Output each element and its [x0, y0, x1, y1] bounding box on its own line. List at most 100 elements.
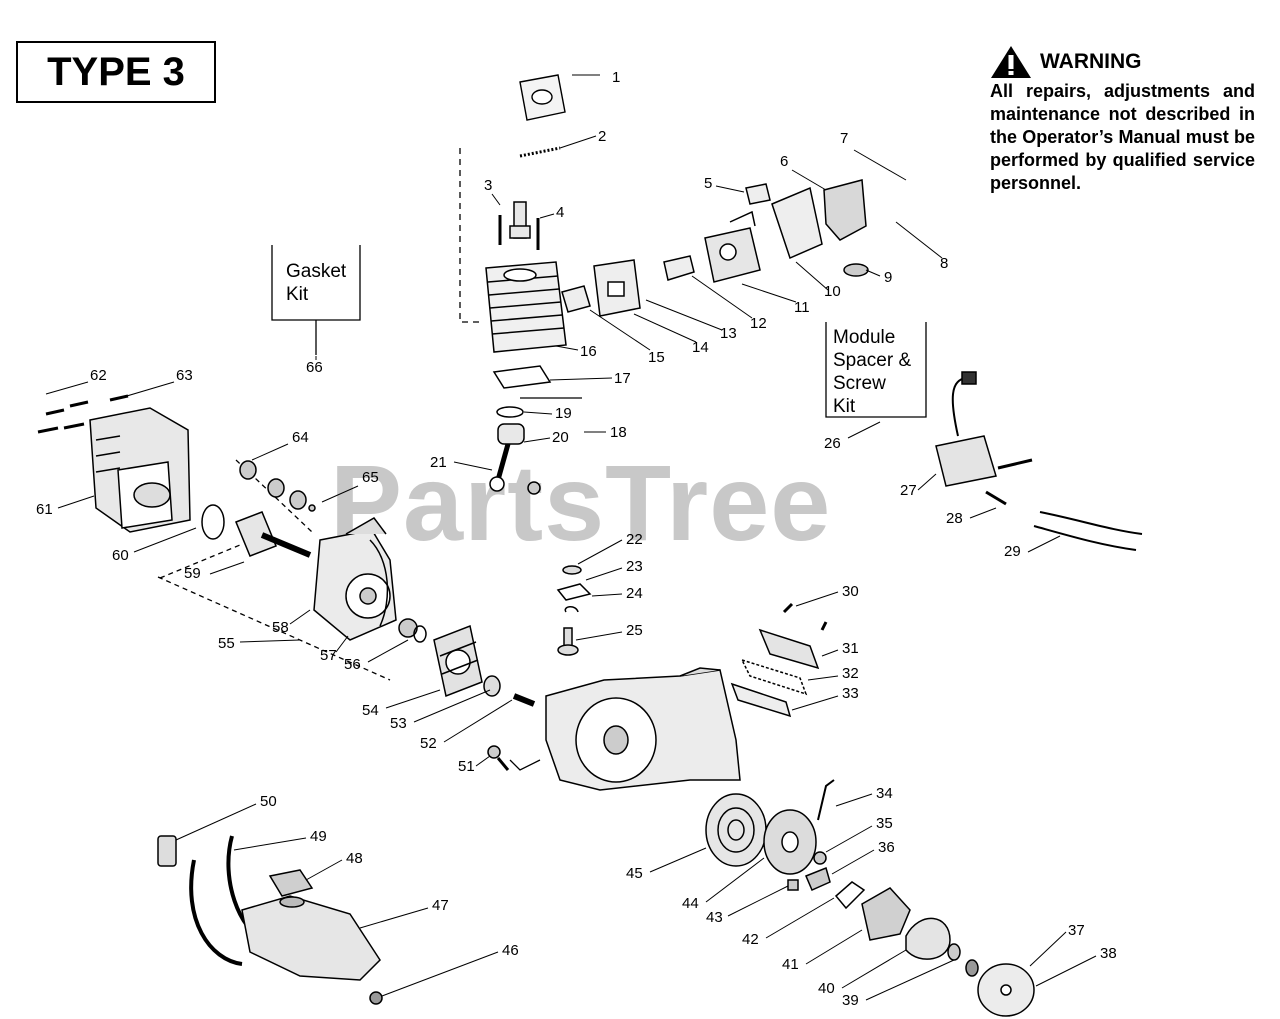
fuel-cap [268, 869, 314, 897]
part-callout-28: 28 [946, 510, 963, 527]
leader-line [853, 149, 907, 181]
leader-line [835, 793, 873, 807]
warning-triangle-icon [991, 46, 1031, 78]
part-callout-43: 43 [706, 909, 723, 926]
part-callout-39: 39 [842, 992, 859, 1009]
leader-line [917, 473, 937, 491]
part-callout-36: 36 [878, 839, 895, 856]
ignition-module [935, 371, 1033, 506]
part-callout-47: 47 [432, 897, 449, 914]
part-callout-41: 41 [782, 956, 799, 973]
leader-line [765, 897, 835, 939]
piston-rod [489, 423, 541, 495]
leader-line [795, 591, 839, 607]
leader-line [585, 567, 623, 581]
leader-line [589, 309, 651, 351]
engine-housing [89, 407, 191, 533]
part-callout-31: 31 [842, 640, 859, 657]
part-callout-3: 3 [484, 177, 492, 194]
leader-line [119, 381, 175, 399]
leader-line [715, 185, 745, 193]
part-callout-4: 4 [556, 204, 564, 221]
part-callout-33: 33 [842, 685, 859, 702]
leader-line [805, 929, 863, 965]
leader-line [1027, 535, 1061, 553]
part-callout-44: 44 [682, 895, 699, 912]
carburetor [704, 210, 761, 283]
air-filter-cover [519, 74, 566, 121]
clutch-assembly [861, 887, 911, 941]
leader-line [821, 649, 839, 657]
leader-line [133, 527, 197, 553]
leader-line [413, 689, 491, 723]
part-callout-22: 22 [626, 531, 643, 548]
leader-line [305, 859, 343, 881]
intake-gasket [561, 285, 591, 313]
part-callout-1: 1 [612, 69, 620, 86]
leader-line [807, 675, 839, 681]
part-callout-53: 53 [390, 715, 407, 732]
leader-line [1029, 931, 1067, 967]
leader-line [45, 381, 89, 395]
leader-line [335, 635, 349, 653]
part-callout-64: 64 [292, 429, 309, 446]
part-callout-14: 14 [692, 339, 709, 356]
leader-line [865, 269, 881, 277]
leader-line [453, 461, 493, 471]
part-callout-30: 30 [842, 583, 859, 600]
leader-line [831, 849, 875, 875]
part-callout-59: 59 [184, 565, 201, 582]
leader-line [443, 699, 513, 743]
leader-line [233, 837, 307, 851]
warning-notice: WARNING All repairs, adjustments and mai… [990, 44, 1255, 195]
part-callout-38: 38 [1100, 945, 1117, 962]
part-callout-24: 24 [626, 585, 643, 602]
crankshaft [235, 511, 312, 558]
leader-line [705, 857, 765, 903]
part-callout-46: 46 [502, 942, 519, 959]
leader-line [475, 755, 491, 767]
part-callout-13: 13 [720, 325, 737, 342]
fuel-filter [157, 835, 177, 867]
part-callout-61: 61 [36, 501, 53, 518]
part-callout-32: 32 [842, 665, 859, 682]
leader-line [649, 847, 707, 873]
leader-line [555, 345, 579, 351]
part-callout-54: 54 [362, 702, 379, 719]
leader-line [549, 377, 613, 381]
part-callout-18: 18 [610, 424, 627, 441]
leader-line [491, 193, 501, 206]
part-callout-6: 6 [780, 153, 788, 170]
part-callout-48: 48 [346, 850, 363, 867]
leader-line [523, 437, 551, 443]
module-kit-bracket [825, 322, 927, 418]
type-label: TYPE 3 [16, 41, 216, 103]
part-callout-2: 2 [598, 128, 606, 145]
part-callout-15: 15 [648, 349, 665, 366]
leader-line [321, 485, 359, 503]
part-callout-35: 35 [876, 815, 893, 832]
watermark: PartsTree [330, 442, 832, 563]
part-callout-29: 29 [1004, 543, 1021, 560]
warning-text: All repairs, adjustments and maintenance… [990, 81, 1255, 193]
leader-line [289, 609, 311, 625]
recoil-spring [705, 793, 767, 867]
leader-line [895, 221, 943, 259]
leader-line [539, 213, 555, 219]
part-callout-55: 55 [218, 635, 235, 652]
part-callout-11: 11 [794, 299, 810, 316]
leader-line [645, 299, 723, 331]
leader-line [359, 907, 429, 929]
warning-title: WARNING [1040, 50, 1142, 73]
washer-9 [843, 263, 869, 277]
leader-line [209, 561, 245, 575]
leader-line [239, 639, 301, 643]
part-callout-17: 17 [614, 370, 631, 387]
part-callout-58: 58 [272, 619, 289, 636]
leader-line [1035, 955, 1097, 987]
leader-line [633, 313, 697, 343]
part-callout-12: 12 [750, 315, 767, 332]
leader-line [841, 949, 907, 989]
